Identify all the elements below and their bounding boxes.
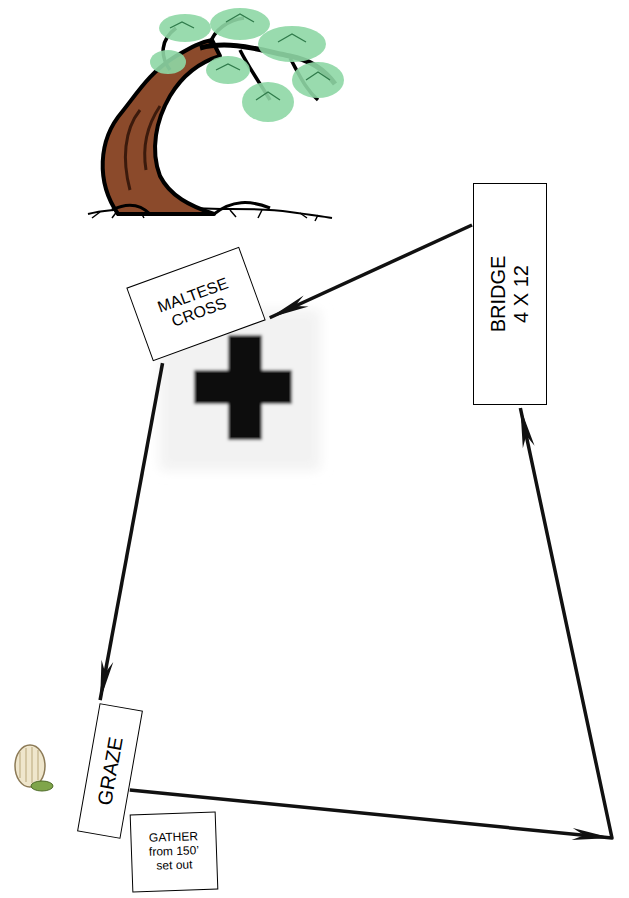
box-text: MALTESE CROSS [146,271,245,337]
route-arrow [130,408,612,840]
arrow-head [270,296,309,318]
arrow-head [572,828,612,840]
cactus-icon [15,745,53,791]
box-text: GATHER from 150’ set out [142,830,205,874]
route-arrow [100,363,162,700]
box-text: GRAZE [93,735,128,807]
route-line [270,225,472,318]
label-box: MALTESE CROSS [126,247,265,361]
note-box: GATHER from 150’ set out [130,812,219,893]
arrow-head [520,408,534,448]
route-line [130,408,612,838]
route-line [100,363,162,700]
pine-tree [88,8,344,221]
box-text: BRIDGE [487,256,510,333]
label-box: BRIDGE4 X 12 [473,183,547,405]
route-arrow [270,225,472,318]
box-text: 4 X 12 [510,265,533,323]
arrow-head [100,660,113,700]
